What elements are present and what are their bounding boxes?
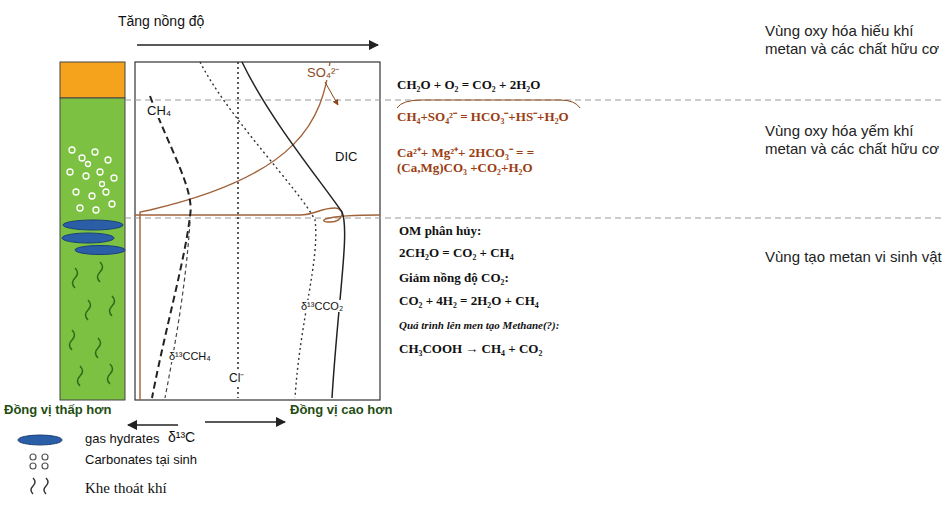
isotope-arrow bbox=[205, 421, 285, 423]
profile-frame bbox=[135, 62, 380, 400]
sediment-layer bbox=[60, 98, 125, 400]
d13c-ch4-curve bbox=[165, 222, 190, 398]
legend-sample bbox=[31, 478, 48, 494]
oxic-layer bbox=[60, 62, 125, 98]
zone-boundary bbox=[125, 217, 945, 218]
axis-label: Đồng vị cao hơn bbox=[290, 403, 392, 417]
curve-label: δ¹³CCO₂ bbox=[300, 300, 344, 312]
curve-label: Cl⁻ bbox=[228, 372, 245, 385]
dic-curve bbox=[242, 62, 345, 398]
axis-label: δ¹³C bbox=[168, 430, 195, 445]
reaction-bracket bbox=[397, 100, 580, 108]
reaction-text: Ca²⁺+ Mg²⁺+ 2HCO₃⁻ = = (Ca,Mg)CO₃ +CO₂+H… bbox=[397, 146, 565, 176]
curve-label: δ¹³CCH₄ bbox=[168, 350, 212, 362]
reaction-text: CH₂O + O₂ = CO₂ + 2H₂O bbox=[397, 78, 727, 93]
curve-label: DIC bbox=[334, 150, 358, 164]
leader-line bbox=[325, 82, 338, 105]
zone-band: CH₂O + O₂ = CO₂ + 2H₂O Vùng oxy hóa hiếu … bbox=[385, 0, 949, 100]
isotope-arrow bbox=[128, 424, 178, 426]
reaction-text: CH₃COOH → CH₄ + CO₂ bbox=[399, 342, 699, 357]
axis-arrow bbox=[137, 44, 378, 46]
legend-text: Khe thoát khí bbox=[85, 480, 167, 497]
reaction-text: CH₄+SO₄²⁻ = HCO₃⁻+HS⁻+H₂O bbox=[397, 110, 697, 125]
sulfate-curve bbox=[140, 62, 330, 400]
zone-label: Vùng oxy hóa yếm khí metan và các chất h… bbox=[765, 122, 943, 158]
gas-seeps bbox=[70, 262, 115, 386]
zone-band: CH₄+SO₄²⁻ = HCO₃⁻+HS⁻+H₂O Ca²⁺+ Mg²⁺+ 2HC… bbox=[385, 100, 949, 218]
carbonate-bubbles bbox=[67, 147, 117, 213]
zone-band: OM phân hủy: 2CH₂O = CO₂ + CH₄ Giảm nồng đ… bbox=[385, 218, 949, 408]
axis-label: Tăng nồng độ bbox=[118, 14, 204, 29]
reaction-text: CO₂ + 4H₂ = 2H₂O + CH₄ bbox=[399, 294, 699, 309]
reaction-text: OM phân hủy: bbox=[399, 224, 699, 239]
legend-sample bbox=[18, 435, 62, 445]
legend-sample bbox=[30, 454, 48, 469]
reaction-text: 2CH₂O = CO₂ + CH₄ bbox=[399, 246, 699, 261]
gas-hydrates bbox=[62, 220, 125, 255]
legend-text: gas hydrates bbox=[85, 432, 159, 446]
chloride-curve bbox=[237, 62, 239, 398]
zone-label: Vùng tạo metan vi sinh vật bbox=[765, 248, 943, 266]
d13c-co2-curve bbox=[200, 62, 316, 398]
legend-text: Carbonates tại sinh bbox=[85, 453, 197, 467]
zone-label: Vùng oxy hóa hiếu khí metan và các chất … bbox=[765, 22, 943, 58]
curve-label: CH₄ bbox=[146, 104, 172, 118]
reaction-text: Quá trình lên men tạo Methane(?): bbox=[399, 319, 729, 332]
axis-label: Đồng vị thấp hơn bbox=[4, 403, 111, 417]
reaction-text: Giảm nồng độ CO₂: bbox=[399, 271, 699, 286]
curve-label: SO₄²⁻ bbox=[306, 66, 340, 80]
